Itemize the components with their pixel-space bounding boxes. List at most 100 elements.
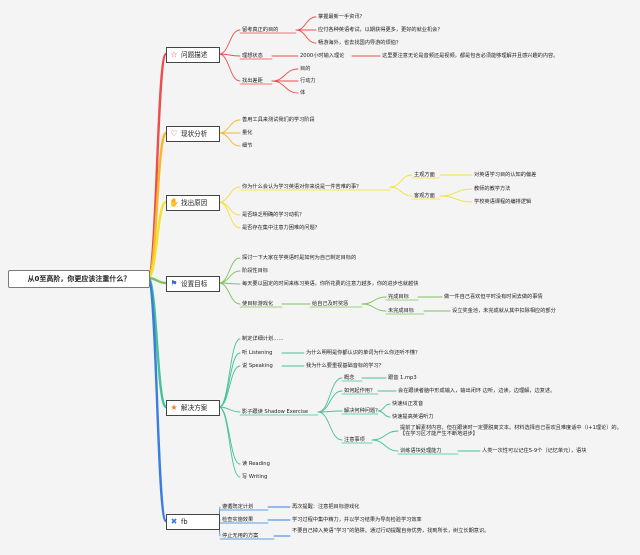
connector-problem <box>218 29 241 55</box>
node-cause-subjective-item[interactable]: 对英语学习目的认知的偏差 <box>474 172 537 178</box>
topic-goal[interactable]: ⚑设置目标 <box>166 276 220 292</box>
cross-icon: ✖ <box>170 517 178 526</box>
connector-solution <box>317 410 343 413</box>
connector-problem <box>271 80 299 94</box>
node-shadow-notes[interactable]: 注意事项 <box>344 437 365 443</box>
connector-problem <box>295 29 317 44</box>
star-filled-icon: ★ <box>170 403 178 412</box>
connector-cause <box>218 201 241 216</box>
node-find-item[interactable]: 行动力 <box>300 78 316 84</box>
node-status-item[interactable]: 细节 <box>242 143 253 149</box>
node-gamify-done[interactable]: 完成目标 <box>388 294 409 300</box>
node-shadow-memory[interactable]: 训练语块处理能力 <box>400 448 442 454</box>
node-listen-desc[interactable]: 为什么明明是你都认识的单词为什么你还听不懂？ <box>306 350 421 356</box>
node-gamify-undone[interactable]: 未完成目标 <box>388 308 414 314</box>
node-goal-item[interactable]: 每天要以固定的时间来练习英语，你所花费的注意力越多，你的进步也就越快 <box>242 281 419 287</box>
node-fb-item[interactable]: 停止无用的方案 <box>222 533 259 539</box>
node-find-item[interactable]: 体 <box>300 90 306 96</box>
node-goal-item[interactable]: 探讨一下大家在学英语时是如何为自己制定目标的 <box>242 255 357 261</box>
node-speak-desc[interactable]: 我为什么要重视基础音标的学习？ <box>306 363 384 369</box>
connector-goal <box>218 257 241 284</box>
node-purpose-item[interactable]: 应付各种英语考试，以期获得更多，更好的就业机会？ <box>318 27 443 33</box>
connector-solution <box>371 430 399 441</box>
node-fb-desc[interactable]: 再次提醒：注意把目标游戏化 <box>292 504 360 510</box>
topic-problem[interactable]: ☆问题描述 <box>166 47 220 63</box>
node-ideal-sub[interactable]: 2000小时输入理论 <box>300 53 345 59</box>
connector-cause <box>389 186 413 197</box>
connector-cause <box>218 186 241 203</box>
node-cause-objective[interactable]: 客观方面 <box>414 193 435 199</box>
connector-solution <box>371 439 399 452</box>
connector-goal <box>361 296 387 305</box>
node-fb-item[interactable]: 检查实施效果 <box>222 517 254 523</box>
connector-cause <box>439 188 473 197</box>
node-fb-desc[interactable]: 不要自己掉入英语“学习”的陷阱。通过行动提醒自身优势，找到所长，树立长期意识。 <box>292 528 490 534</box>
flag-icon: ⚑ <box>170 279 178 288</box>
branch-cause <box>146 200 168 280</box>
node-shadow-notes-desc[interactable]: 提前了解素材内容，但在跟读时一定要脱离文本。材料选择自己喜欢且难度适中（i+1理… <box>400 425 622 438</box>
node-ideal-desc[interactable]: 这里要注意无论是音频还是视频，都是包含必须能够理解并且感兴趣的内容。 <box>382 53 559 59</box>
root-topic[interactable]: 从0至高阶，你更应该注重什么？ <box>8 270 150 288</box>
connector-goal <box>218 270 241 284</box>
node-status-item[interactable]: 善用工具来测试我们的学习阶段 <box>242 117 315 123</box>
node-shadow-concept[interactable]: 概念 <box>344 375 355 381</box>
star-icon: ☆ <box>170 50 178 59</box>
node-shadow-solve[interactable]: 解决何种问题？ <box>344 408 381 414</box>
node-cause-subjective[interactable]: 主观方面 <box>414 172 435 178</box>
connector-solution <box>218 338 241 408</box>
node-listen[interactable]: 听 Listening <box>242 350 273 356</box>
node-shadow-how[interactable]: 如何起作用？ <box>344 388 376 394</box>
topic-cause[interactable]: ✋找出原因 <box>166 195 220 211</box>
connector-problem <box>218 53 241 82</box>
node-shadow[interactable]: 影子跟读 Shadow Exercise <box>242 409 309 415</box>
node-write[interactable]: 写 Writing <box>242 474 268 480</box>
connector-solution <box>218 406 241 465</box>
node-speak[interactable]: 说 Speaking <box>242 363 273 369</box>
branch-fb <box>146 276 168 523</box>
node-shadow-solve-item[interactable]: 快速提高英语听力 <box>392 414 434 420</box>
node-cause-objective-item[interactable]: 教师的教学方法 <box>474 186 511 192</box>
node-cause-objective-item[interactable]: 学校英语课程的编排逻辑 <box>474 199 532 205</box>
node-purpose[interactable]: 留考真正的目的 <box>242 27 279 33</box>
connector-solution <box>218 406 241 413</box>
node-cause-q3[interactable]: 是否存在集中注意力困难的问题？ <box>242 225 320 231</box>
node-gamify[interactable]: 使目标游戏化 <box>242 301 274 307</box>
node-plan[interactable]: 制定详细计划…… <box>242 336 284 342</box>
topic-solution[interactable]: ★解决方案 <box>166 400 220 416</box>
node-fb-item[interactable]: 遵循既定计划 <box>222 504 254 510</box>
connector-status <box>218 132 241 147</box>
connector-solution <box>218 365 241 408</box>
connector-status <box>218 119 241 134</box>
node-purpose-item[interactable]: 畅游海外，省去找国内导游的烦恼？ <box>318 40 402 46</box>
connector-cause <box>439 195 473 203</box>
node-gamify-undone-desc[interactable]: 设立奖金池，未完成就从其中扣除相应的部分 <box>452 308 556 314</box>
node-shadow-memory-desc[interactable]: 人类一次性可以记住5-9个（记忆单元），语块 <box>482 448 587 454</box>
topic-status[interactable]: ♡现状分析 <box>166 126 220 142</box>
connector-problem <box>271 68 299 82</box>
heart-icon: ♡ <box>170 129 178 138</box>
node-find[interactable]: 找出差距 <box>242 78 263 84</box>
connector-solution <box>218 352 241 408</box>
node-cause-q1[interactable]: 你为什么会认为学习英语对你来说是一件苦难的事？ <box>242 184 362 190</box>
node-shadow-how-desc[interactable]: 会在跟读者脑中形成输入，输出闭环 边听，边读，边理解，边复述。 <box>398 388 556 394</box>
connector-goal <box>361 303 387 312</box>
connector-goal <box>218 282 241 305</box>
node-gamify-sub[interactable]: 给自己及时奖惩 <box>312 301 349 307</box>
connector-problem <box>295 16 317 31</box>
node-status-item[interactable]: 量化 <box>242 130 253 136</box>
node-shadow-concept-desc[interactable]: 跟音 1.mp3 <box>388 375 417 381</box>
connector-solution <box>218 406 241 478</box>
node-read[interactable]: 读 Reading <box>242 461 270 467</box>
connector-solution <box>317 411 343 441</box>
node-purpose-item[interactable]: 掌握最新一手资讯？ <box>318 14 365 20</box>
node-find-item[interactable]: 目的 <box>300 66 311 72</box>
connector-cause <box>218 201 241 229</box>
node-fb-desc[interactable]: 学习过程中集中精力，并以学习结果为导向检验学习效率 <box>292 517 422 523</box>
node-gamify-done-desc[interactable]: 做一件自己喜欢但平时没有时间去做的事情 <box>444 294 543 300</box>
topic-fb[interactable]: ✖fb <box>166 514 220 530</box>
node-goal-item[interactable]: 阶段性目标 <box>242 268 268 274</box>
node-ideal[interactable]: 理想状态 <box>242 53 263 59</box>
node-cause-q2[interactable]: 是否缺乏明确的学习动机？ <box>242 212 305 218</box>
node-shadow-solve-item[interactable]: 快速纠正发音 <box>392 401 424 407</box>
